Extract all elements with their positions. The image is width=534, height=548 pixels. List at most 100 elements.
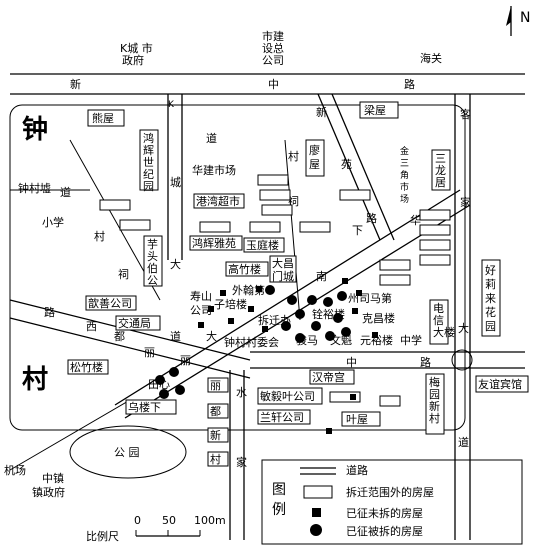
- road-dao-right-label: 道: [458, 435, 469, 449]
- zhongcunweihui-label: 钟村村委会: [224, 335, 279, 349]
- road-dao-label: 道: [206, 131, 217, 145]
- bld-yutou: [143, 235, 163, 287]
- legend-item-outside: 拆迁范围外的房屋: [346, 485, 434, 499]
- zhongcunsu-label: 钟村墟: [18, 181, 51, 195]
- svg-text:芋头伯公: 芋头伯公: [147, 238, 158, 287]
- legend-item-road: 道路: [346, 463, 368, 477]
- xiaoxue-label: 小学: [42, 215, 64, 229]
- kcity-line2: 政府: [122, 53, 144, 67]
- svg-text:都: 都: [210, 405, 221, 418]
- road-nan-label: 南: [316, 270, 327, 283]
- scale-tick-0: 0: [134, 514, 141, 527]
- svg-text:梁屋: 梁屋: [364, 103, 386, 117]
- bld-yuting: [243, 237, 285, 253]
- svg-text:松竹楼: 松竹楼: [70, 360, 103, 374]
- kechang-label: 克昌楼: [362, 311, 395, 325]
- area-outline: [9, 104, 466, 431]
- huajian-label: 华建市场: [192, 163, 236, 177]
- scale-bar: 0 50 100m 比例尺: [86, 514, 226, 543]
- haiguan-label: 海关: [420, 51, 442, 65]
- road-jia-label: 家: [460, 195, 471, 209]
- north-label: N: [520, 10, 530, 26]
- svg-text:高竹楼: 高竹楼: [228, 262, 261, 276]
- scale-label: 比例尺: [86, 529, 119, 543]
- park-outline: [69, 425, 187, 479]
- road-lu-label: 路: [404, 78, 415, 91]
- road-yuan-label: 苑: [341, 158, 352, 171]
- bld-honghuiya: [189, 235, 243, 251]
- bld-dianxin: [429, 299, 449, 345]
- road-xia-label: 下: [352, 224, 363, 237]
- svg-text:歆善公司: 歆善公司: [88, 296, 132, 310]
- north-arrow-icon: N: [506, 6, 530, 36]
- honghui-label: 鸿辉世纪园: [143, 131, 154, 193]
- road-ci: [284, 139, 301, 321]
- road-xin-label: 新: [70, 77, 81, 91]
- road-zhong-label: 中: [268, 78, 279, 91]
- road-xi-label: 西: [86, 320, 97, 333]
- bld-lanxuan: [257, 409, 311, 425]
- road-xinyuan-2: [331, 93, 395, 241]
- road-cheng-label: 城: [170, 176, 181, 189]
- scale-tick-50: 50: [162, 514, 176, 527]
- k-marker: K: [168, 100, 175, 110]
- svg-text:交通局: 交通局: [118, 316, 151, 330]
- road-da-right-label: 大: [458, 321, 469, 335]
- bld-sanlongju: [431, 149, 451, 191]
- road-cun2-label: 村: [94, 229, 105, 243]
- road-dao-left-label: 道: [170, 329, 181, 343]
- svg-text:乌楼下: 乌楼下: [128, 400, 161, 414]
- svg-text:好莉来花园: 好莉来花园: [485, 263, 496, 333]
- demolished-markers: [155, 285, 351, 399]
- bld-yewu: [341, 411, 381, 427]
- svg-text:大昌门城: 大昌门城: [272, 256, 294, 283]
- kcity-line1: K城 市: [120, 41, 153, 55]
- svg-text:丽: 丽: [210, 379, 221, 392]
- road-bottom-left: [9, 399, 131, 471]
- taken-markers: [198, 278, 378, 434]
- bld-hanpi: [309, 369, 355, 385]
- bld-dachang: [269, 255, 297, 283]
- bld-minyi: [257, 387, 323, 405]
- svg-text:友谊宾馆: 友谊宾馆: [478, 377, 522, 391]
- bld-xiongwu: [87, 109, 125, 127]
- svg-text:玉庭楼: 玉庭楼: [246, 238, 279, 252]
- district-char-1: 钟: [22, 114, 48, 145]
- svg-text:电信大楼: 电信大楼: [433, 302, 455, 339]
- road-li-label: 丽: [144, 346, 155, 359]
- road-li2-label: 丽: [180, 354, 191, 367]
- road-jia2-label: 家: [236, 455, 247, 469]
- bld-liangwu: [359, 101, 399, 119]
- svg-text:廖屋: 廖屋: [309, 143, 320, 171]
- kcity-label: K城 市 政府: [120, 41, 156, 67]
- district-char-2: 村: [22, 365, 48, 395]
- road-dao2-label: 道: [60, 185, 71, 199]
- road-du-label: 都: [114, 330, 125, 343]
- zhousima-label: 州司马第: [348, 291, 392, 305]
- svg-text:村: 村: [210, 452, 221, 466]
- legend-box: [261, 459, 523, 545]
- road-zhong2-label: 中: [346, 356, 357, 369]
- bld-wulou: [125, 399, 177, 415]
- svg-text:鸿辉雅苑: 鸿辉雅苑: [192, 236, 236, 250]
- zhongzhen-label: 中镇镇政府: [32, 471, 65, 499]
- svg-text:新: 新: [210, 428, 221, 442]
- svg-text:梅园新村: 梅园新村: [429, 375, 440, 425]
- bld-youyi: [475, 375, 529, 393]
- bld-meiyuan: [425, 373, 445, 435]
- road-cun-label: 村: [288, 149, 299, 163]
- svg-text:港湾超市: 港湾超市: [196, 194, 240, 208]
- road-ci-label: 祠: [288, 195, 299, 208]
- bld-songzhu: [67, 359, 109, 375]
- road-hua-label: 华: [410, 213, 421, 227]
- jinsanjiao-label: 金三角市场: [400, 145, 409, 205]
- road-shui-label: 水: [236, 386, 247, 399]
- bld-honghui: [139, 129, 159, 191]
- svg-text:汉帝宫: 汉帝宫: [312, 370, 345, 384]
- road-da-mid-label: 大: [206, 329, 217, 343]
- yuanyu-label: 元裕楼: [360, 333, 393, 347]
- bld-haoli: [481, 259, 501, 337]
- road-ci2-label: 祠: [118, 268, 129, 281]
- road-lu2-label: 路: [420, 356, 431, 369]
